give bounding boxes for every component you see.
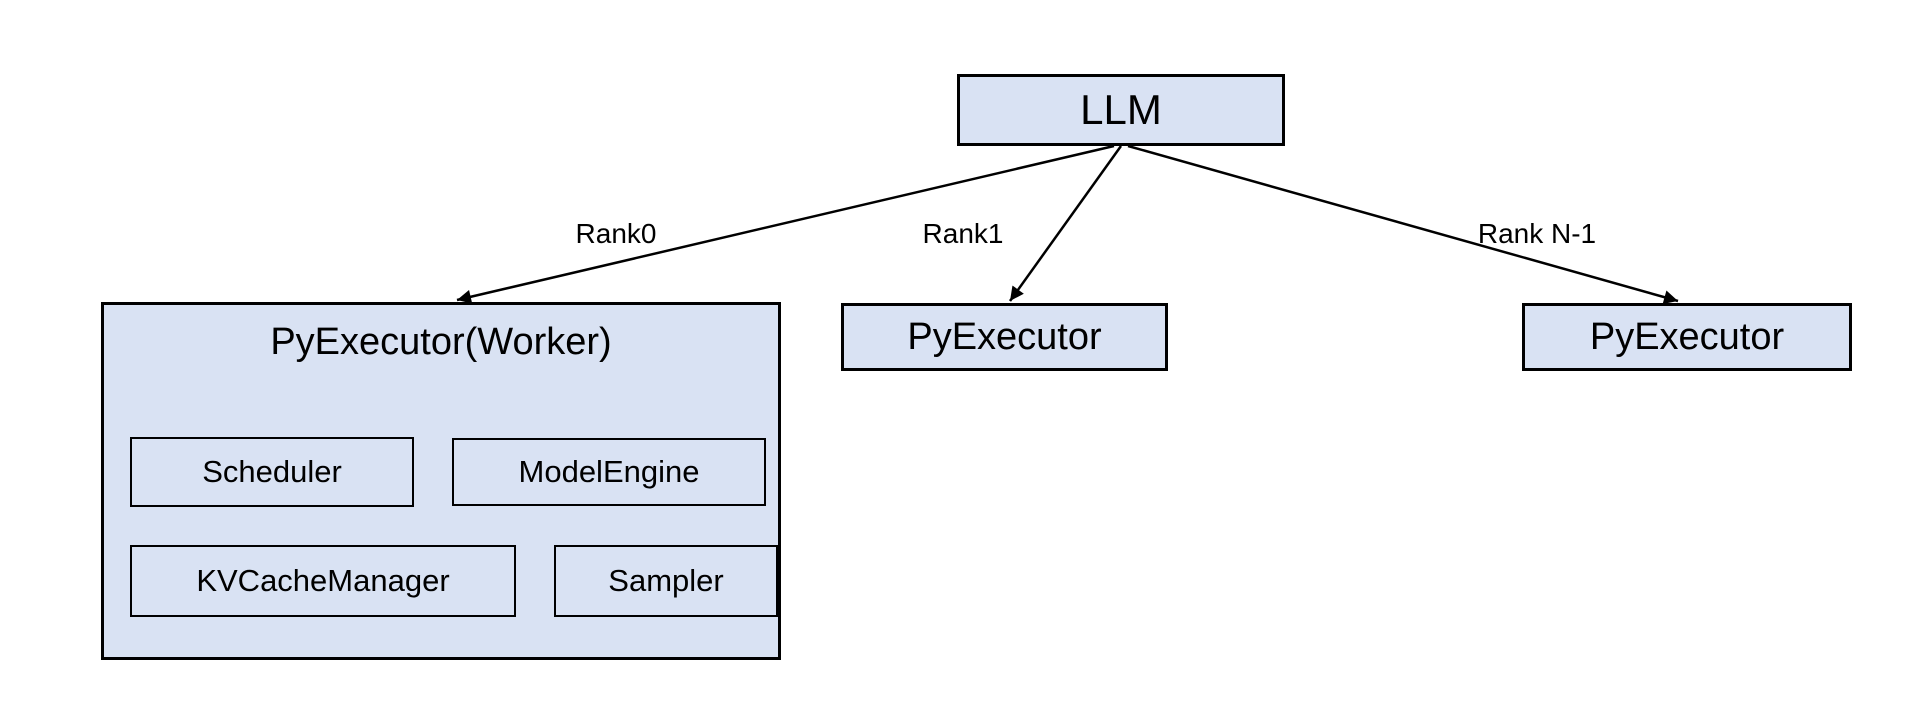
node-pyexecutor-rank1: PyExecutor [841,303,1168,371]
node-sampler: Sampler [554,545,778,617]
node-pyexecutor-worker-title: PyExecutor(Worker) [270,321,612,363]
edge-label-rank-n-1: Rank N-1 [1477,218,1597,249]
node-scheduler: Scheduler [130,437,414,507]
edge-label-rank0: Rank0 [575,218,657,249]
node-modelengine: ModelEngine [452,438,766,506]
node-llm: LLM [957,74,1285,146]
node-kvcachemanager: KVCacheManager [130,545,516,617]
node-pyexecutor-worker: PyExecutor(Worker) Scheduler ModelEngine… [101,302,781,660]
edge-line-rank1 [1008,145,1123,302]
edge-label-rank1: Rank1 [922,218,1004,249]
edge-line-rank0 [456,144,1115,304]
node-pyexecutor-rank-n-1: PyExecutor [1522,303,1852,371]
